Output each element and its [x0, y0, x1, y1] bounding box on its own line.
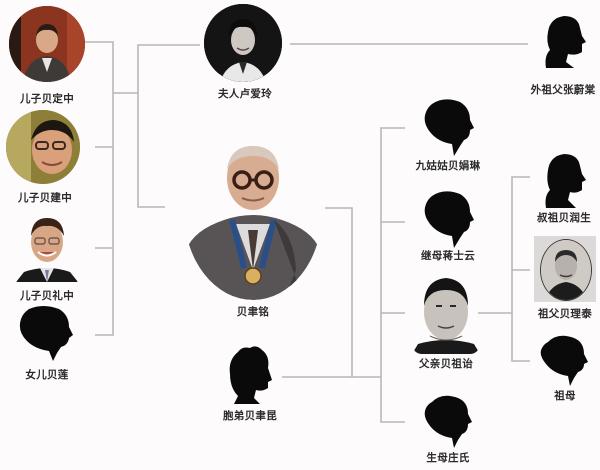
person-maternal-grandfather: 外祖父张蔚棠: [526, 10, 600, 96]
person-grandfather: 祖父贝理泰: [532, 236, 598, 326]
female-silhouette-icon: [538, 334, 590, 386]
female-silhouette-icon: [420, 190, 476, 248]
photo-portrait-icon: [6, 110, 80, 184]
person-daughter-lian: 女儿贝莲: [10, 305, 84, 387]
person-center-ieoh-ming-pei[interactable]: 贝聿铭: [182, 140, 324, 320]
person-label: 夫人卢爱玲: [218, 88, 272, 100]
person-stepmother: 继母蒋士云: [408, 188, 488, 268]
person-label: 胞弟贝聿昆: [223, 410, 277, 422]
person-brother: 胞弟贝聿昆: [214, 344, 286, 428]
person-label: 祖父贝理泰: [538, 308, 592, 320]
person-son-dingzhong: 儿子贝定中: [8, 6, 86, 110]
photo-portrait-icon: [204, 4, 282, 82]
person-aunt: 九姑姑贝娟琳: [408, 96, 488, 176]
person-label: 父亲贝祖诒: [419, 358, 473, 370]
female-silhouette-icon: [15, 305, 77, 363]
person-label: 贝聿铭: [236, 306, 270, 318]
person-label: 儿子贝定中: [20, 93, 74, 105]
person-son-jianzhong: 儿子贝建中: [4, 110, 86, 212]
person-label: 叔祖贝润生: [537, 212, 591, 224]
person-label: 九姑姑贝娟琳: [415, 160, 481, 172]
male-silhouette-icon: [226, 344, 274, 404]
photo-portrait-icon: [14, 212, 80, 282]
person-grandmother: 祖母: [530, 332, 600, 408]
female-silhouette-icon: [422, 394, 474, 448]
person-label: 继母蒋士云: [421, 250, 475, 262]
photo-portrait-icon: [184, 140, 322, 300]
person-label: 祖母: [554, 390, 576, 402]
photo-portrait-icon: [540, 239, 592, 301]
person-label: 儿子贝礼中: [20, 290, 74, 302]
person-label: 女儿贝莲: [25, 369, 69, 381]
male-silhouette-icon: [536, 12, 588, 68]
photo-frame: [534, 236, 596, 302]
person-label: 儿子贝建中: [18, 192, 72, 204]
female-silhouette-icon: [420, 98, 476, 156]
person-son-lizhong: 儿子贝礼中: [8, 210, 86, 308]
person-label: 外祖父张蔚棠: [530, 84, 596, 96]
person-birth-mother: 生母庄氏: [410, 392, 486, 468]
person-label: 生母庄氏: [426, 452, 470, 464]
person-granduncle: 叔祖贝润生: [528, 148, 600, 232]
person-father: 父亲贝祖诒: [406, 270, 486, 374]
photo-portrait-icon: [9, 6, 85, 82]
photo-portrait-icon: [412, 270, 480, 354]
person-wife: 夫人卢爱玲: [198, 4, 292, 102]
male-silhouette-icon: [540, 150, 588, 208]
